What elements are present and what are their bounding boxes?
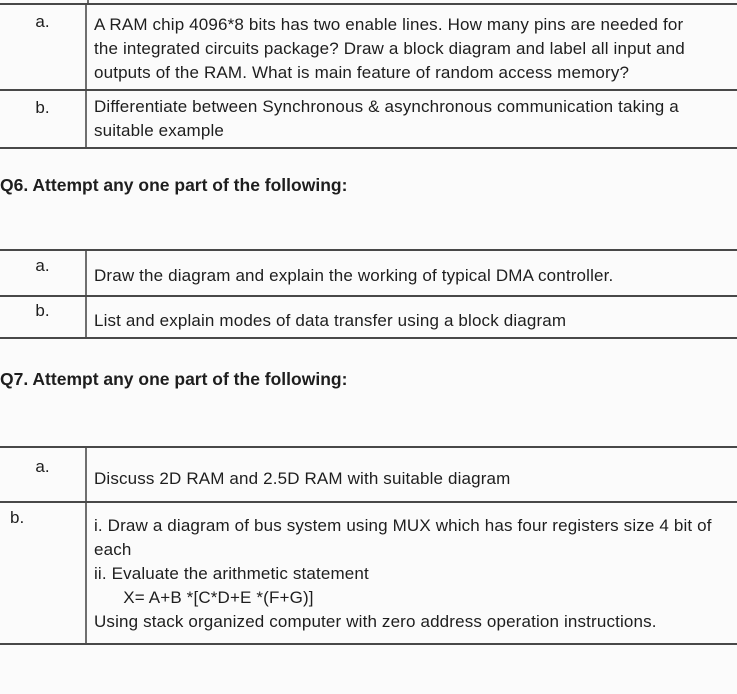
row-label: a. <box>0 448 87 501</box>
question-text: List and explain modes of data transfer … <box>94 311 567 330</box>
table-row: b. i. Draw a diagram of bus system using… <box>0 501 737 643</box>
row-label: a. <box>0 5 87 89</box>
row-label: a. <box>0 251 87 295</box>
question-text: i. Draw a diagram of bus system using MU… <box>94 516 712 631</box>
table-row: a. Discuss 2D RAM and 2.5D RAM with suit… <box>0 448 737 501</box>
q7-heading: Q7. Attempt any one part of the followin… <box>0 369 348 389</box>
question-text: A RAM chip 4096*8 bits has two enable li… <box>94 15 685 82</box>
table-row: b. List and explain modes of data transf… <box>0 295 737 337</box>
question-text: Discuss 2D RAM and 2.5D RAM with suitabl… <box>94 469 511 488</box>
row-label: b. <box>0 503 87 643</box>
table-continuation-stub <box>0 0 89 3</box>
table-row: a. A RAM chip 4096*8 bits has two enable… <box>0 5 737 89</box>
row-label: b. <box>0 91 87 147</box>
q7-question-table: a. Discuss 2D RAM and 2.5D RAM with suit… <box>0 446 737 645</box>
q6-question-table: a. Draw the diagram and explain the work… <box>0 249 737 339</box>
table-row: a. Draw the diagram and explain the work… <box>0 251 737 295</box>
table-row: b. Differentiate between Synchronous & a… <box>0 89 737 147</box>
question-text: Draw the diagram and explain the working… <box>94 266 614 285</box>
row-label: b. <box>0 297 87 337</box>
question-text: Differentiate between Synchronous & asyn… <box>94 97 679 140</box>
q6-heading: Q6. Attempt any one part of the followin… <box>0 175 348 195</box>
top-question-table: a. A RAM chip 4096*8 bits has two enable… <box>0 3 737 149</box>
